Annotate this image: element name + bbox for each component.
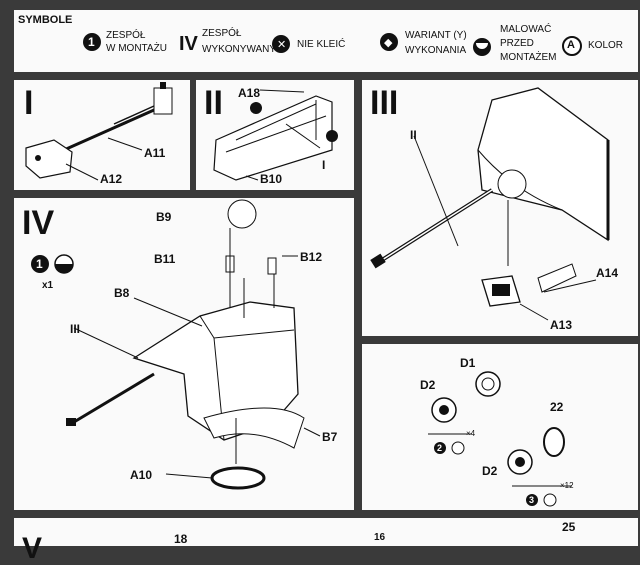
label-b12: B12 <box>300 250 323 264</box>
symbol-text-assembly-2: W MONTAŻU <box>106 43 167 54</box>
panel-ii: II A18 I B10 <box>196 80 354 190</box>
label-a10: A10 <box>130 468 153 482</box>
symbol-icons <box>83 33 582 56</box>
symbol-text-paint-3: MONTAŻEM <box>500 52 557 63</box>
panel-wheels-drawing <box>428 371 572 507</box>
label-d2-bottom: D2 <box>482 464 498 478</box>
symbol-text-subassembly-2: WYKONYWANY <box>202 44 277 55</box>
label-iii: III <box>70 322 81 336</box>
label-b9: B9 <box>156 210 172 224</box>
label-b10: B10 <box>260 172 283 186</box>
symbol-text-assembly-1: ZESPÓŁ <box>106 30 146 41</box>
label-ii: II <box>410 128 417 142</box>
symbols-panel: SYMBOLE 1 ZESPÓŁ W MONTAŻU IV ZESPÓŁ WYK… <box>14 10 638 72</box>
symbol-text-color: KOLOR <box>588 40 624 51</box>
panel-iv-drawing <box>31 199 321 490</box>
label-a12: A12 <box>100 172 123 186</box>
panel-iv-assembly-icon: 1 <box>36 257 43 271</box>
panel-iv: IV 1 x1 B9 B11 B12 B8 III B7 A10 <box>14 198 354 510</box>
label-a18: A18 <box>238 86 261 100</box>
color-icon: A <box>567 39 575 51</box>
label-b7: B7 <box>322 430 338 444</box>
panel-iii-drawing <box>370 87 610 321</box>
panel-wheels: D1 D2 22 D2 ×4 ×12 2 3 <box>362 344 638 510</box>
panel-i-number: I <box>24 84 34 122</box>
panel-v-number: V <box>22 532 43 565</box>
panel-i: I A11 A12 <box>14 80 190 190</box>
label-i: I <box>322 158 326 172</box>
assembly-icon: 1 <box>88 35 95 49</box>
panel-i-drawing <box>25 82 173 181</box>
label-d2-top: D2 <box>420 378 436 392</box>
label-b11: B11 <box>154 252 176 266</box>
no-glue-icon: ✕ <box>277 39 287 51</box>
label-25: 25 <box>562 520 576 534</box>
paint-icon <box>476 43 488 49</box>
panel-iv-number: IV <box>22 204 55 242</box>
label-16: 16 <box>374 532 386 543</box>
step-2-icon: 2 <box>437 443 443 453</box>
label-a13: A13 <box>550 318 573 332</box>
panel-ii-drawing <box>213 89 338 181</box>
count-x12: ×12 <box>560 481 574 490</box>
label-18: 18 <box>174 532 188 546</box>
symbol-text-paint-1: MALOWAĆ <box>500 24 552 35</box>
label-a14: A14 <box>596 266 619 280</box>
label-a11: A11 <box>144 146 166 160</box>
panel-iii-number: III <box>370 84 399 122</box>
step-3-icon: 3 <box>529 495 535 505</box>
symbol-text-paint-2: PRZED <box>500 38 534 49</box>
variant-icon: ◆ <box>384 37 393 49</box>
panel-iv-count: x1 <box>42 280 54 291</box>
panel-ii-number: II <box>204 84 223 122</box>
subassembly-icon: IV <box>179 33 198 55</box>
label-22: 22 <box>550 400 564 414</box>
count-x4: ×4 <box>466 429 476 438</box>
label-d1: D1 <box>460 356 476 370</box>
symbol-text-variant-1: WARIANT (Y) <box>405 30 467 41</box>
symbol-text-subassembly-1: ZESPÓŁ <box>202 28 242 39</box>
panel-iii: III II A14 A13 <box>362 80 638 336</box>
symbols-heading: SYMBOLE <box>18 14 73 26</box>
panel-v: V 18 16 25 <box>14 518 638 564</box>
symbol-text-no-glue: NIE KLEIĆ <box>297 39 346 50</box>
label-b8: B8 <box>114 286 130 300</box>
symbol-text-variant-2: WYKONANIA <box>405 45 467 56</box>
